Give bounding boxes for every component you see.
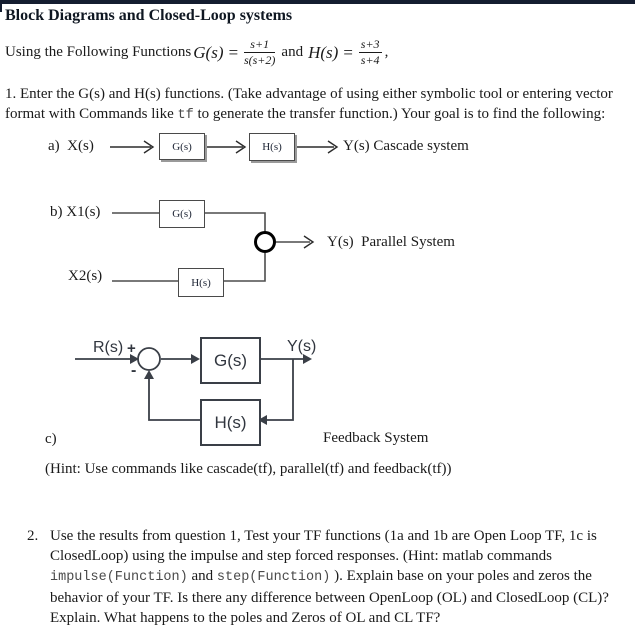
arrowhead-icon xyxy=(191,354,200,364)
question-2-number: 2. xyxy=(27,528,39,544)
cascade-h-block: H(s) xyxy=(249,133,295,161)
cascade-input-label: a) X(s) xyxy=(48,138,94,154)
feedback-item-label: c) xyxy=(45,431,57,447)
arrowhead-icon xyxy=(144,370,154,379)
arrowhead-icon xyxy=(303,354,312,364)
arrowhead-icon xyxy=(327,140,339,154)
question-1-part2: to generate the transfer function.) Your… xyxy=(193,106,606,122)
intro-text: Using the Following Functions xyxy=(5,44,192,60)
top-border-bar xyxy=(0,0,635,4)
question-2-body: Use the results from question 1, Test yo… xyxy=(50,526,631,625)
parallel-input1-label: b) X1(s) xyxy=(50,204,101,220)
g-denominator: s(s+2) xyxy=(243,53,276,67)
summing-junction-circle xyxy=(254,231,276,253)
question-2-part1: Use the results from question 1, Test yo… xyxy=(50,528,597,564)
arrowhead-icon xyxy=(258,415,267,425)
plus-sign: + xyxy=(127,340,136,357)
feedback-output-label: Y(s) xyxy=(287,338,317,355)
cascade-g-block: G(s) xyxy=(159,133,205,160)
left-border-tick xyxy=(0,4,2,12)
equals-sign: = xyxy=(227,42,239,62)
g-function-symbol: G(s) xyxy=(193,42,224,62)
h-function-symbol: H(s) xyxy=(308,42,339,62)
question-1-part1: 1. Enter the G(s) and H(s) functions. (T… xyxy=(5,86,613,122)
feedback-summing-circle xyxy=(137,347,161,371)
arrowhead-icon xyxy=(143,140,155,154)
arrowhead-icon xyxy=(130,354,139,364)
intro-formula-line: Using the Following Functions G(s) = s+1… xyxy=(5,38,388,67)
g-numerator: s+1 xyxy=(243,38,276,53)
minus-sign: - xyxy=(131,362,137,379)
feedback-g-block: G(s) xyxy=(200,337,261,384)
h-denominator: s+4 xyxy=(360,53,380,67)
arrowhead-icon xyxy=(235,140,247,154)
parallel-g-block: G(s) xyxy=(159,200,205,228)
and-word: and xyxy=(281,44,304,60)
tf-command: tf xyxy=(177,108,194,123)
question-2-part2: ). Explain base on your poles and zeros … xyxy=(50,568,609,625)
parallel-input2-label: X2(s) xyxy=(68,268,103,284)
hint-text: (Hint: Use commands like cascade(tf), pa… xyxy=(45,461,452,477)
h-numerator: s+3 xyxy=(358,37,382,53)
cascade-output-label: Y(s) Cascade system xyxy=(343,138,469,154)
arrowhead-icon xyxy=(303,235,315,249)
g-fraction: s+1 s(s+2) xyxy=(241,38,278,67)
comma: , xyxy=(384,44,389,60)
step-command: step(Function) xyxy=(216,570,331,585)
impulse-command: impulse(Function) xyxy=(50,570,188,585)
equals-sign: = xyxy=(342,42,354,62)
feedback-caption: Feedback System xyxy=(323,430,429,446)
parallel-output-label: Y(s) Parallel System xyxy=(327,234,455,250)
h-fraction: s+3 s+4 xyxy=(356,38,385,67)
parallel-h-block: H(s) xyxy=(178,268,224,297)
feedback-h-block: H(s) xyxy=(200,399,261,446)
question-2-text: 2. Use the results from question 1, Test… xyxy=(27,526,631,625)
page-title: Block Diagrams and Closed-Loop systems xyxy=(5,7,293,24)
question-1-text: 1. Enter the G(s) and H(s) functions. (T… xyxy=(5,84,631,126)
question-2-mid: and xyxy=(187,568,217,584)
feedback-input-label: R(s) xyxy=(93,339,124,356)
